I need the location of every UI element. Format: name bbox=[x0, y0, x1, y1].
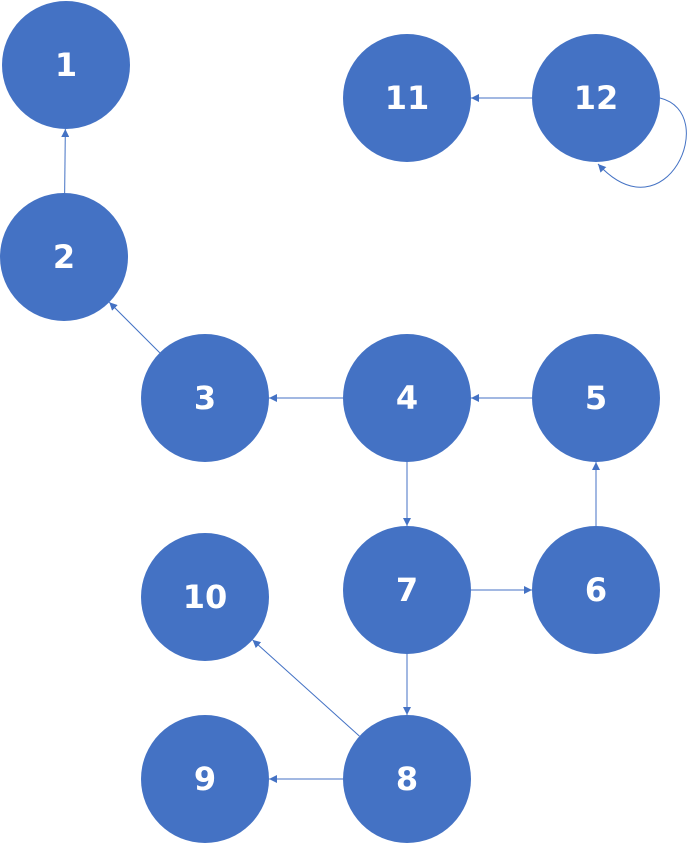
node-10-circle bbox=[141, 533, 269, 661]
node-10: 10 bbox=[141, 533, 269, 661]
node-8-circle bbox=[343, 715, 471, 843]
node-4-circle bbox=[343, 334, 471, 462]
node-5-label: 5 bbox=[585, 379, 607, 417]
node-4: 4 bbox=[343, 334, 471, 462]
node-6: 6 bbox=[532, 526, 660, 654]
node-6-circle bbox=[532, 526, 660, 654]
node-2-label: 2 bbox=[53, 238, 75, 276]
node-10-label: 10 bbox=[183, 578, 228, 616]
node-5: 5 bbox=[532, 334, 660, 462]
node-8: 8 bbox=[343, 715, 471, 843]
node-7-circle bbox=[343, 526, 471, 654]
node-1-circle bbox=[2, 1, 130, 129]
node-1-label: 1 bbox=[55, 46, 77, 84]
node-12-label: 12 bbox=[574, 79, 619, 117]
node-3: 3 bbox=[141, 334, 269, 462]
node-12-circle bbox=[532, 34, 660, 162]
node-2-circle bbox=[0, 193, 128, 321]
edge-8-to-10 bbox=[252, 639, 360, 737]
node-3-circle bbox=[141, 334, 269, 462]
node-7-label: 7 bbox=[396, 571, 418, 609]
node-4-label: 4 bbox=[396, 379, 418, 417]
node-7: 7 bbox=[343, 526, 471, 654]
node-11: 11 bbox=[343, 34, 471, 162]
edge-2-to-1 bbox=[61, 128, 70, 194]
edge-12-to-12 bbox=[597, 97, 687, 188]
node-3-label: 3 bbox=[194, 379, 216, 417]
node-1: 1 bbox=[2, 1, 130, 129]
node-11-circle bbox=[343, 34, 471, 162]
node-2: 2 bbox=[0, 193, 128, 321]
node-6-label: 6 bbox=[585, 571, 607, 609]
node-5-circle bbox=[532, 334, 660, 462]
edge-3-to-2 bbox=[108, 301, 161, 354]
node-9-circle bbox=[141, 715, 269, 843]
node-9-label: 9 bbox=[194, 760, 216, 798]
edges-layer bbox=[61, 94, 687, 783]
node-12: 12 bbox=[532, 34, 660, 162]
node-8-label: 8 bbox=[396, 760, 418, 798]
node-11-label: 11 bbox=[385, 79, 430, 117]
node-9: 9 bbox=[141, 715, 269, 843]
